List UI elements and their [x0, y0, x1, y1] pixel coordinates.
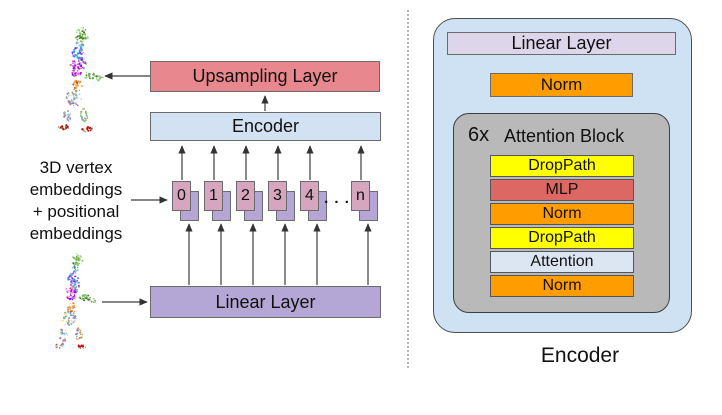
layer-attention: Attention [490, 251, 634, 273]
block-multiplier: 6x [468, 124, 490, 146]
layer-mlp: MLP [490, 179, 634, 201]
token-4-vertex: 4 [300, 181, 319, 211]
caption-line-4: embeddings [29, 224, 123, 243]
token-3-vertex: 3 [268, 181, 287, 211]
encoder-panel-caption: Encoder [540, 344, 620, 367]
layer-droppath-2: DropPath [490, 227, 634, 249]
token-4: 4 [300, 181, 328, 222]
linear-layer-box: Linear Layer [150, 286, 381, 318]
token-n: n [351, 181, 379, 222]
token-1-vertex: 1 [204, 181, 223, 211]
token-0-vertex: 0 [172, 181, 191, 211]
layer-norm-1: Norm [490, 203, 634, 225]
point-cloud-human-input [55, 253, 97, 350]
layer-norm-2: Norm [490, 275, 634, 297]
encoder-linear-layer-box: Linear Layer [447, 32, 676, 55]
token-2: 2 [236, 181, 264, 222]
block-title: Attention Block [504, 126, 625, 146]
token-0: 0 [172, 181, 200, 222]
attention-block-stack: DropPath MLP Norm DropPath Attention Nor… [490, 155, 634, 299]
embeddings-caption: 3D vertex embeddings + positional embedd… [10, 157, 142, 245]
upsampling-layer-box: Upsampling Layer [150, 61, 380, 92]
layer-droppath-1: DropPath [490, 155, 634, 177]
token-3: 3 [268, 181, 296, 222]
encoder-box: Encoder [150, 112, 381, 141]
caption-line-3: + positional [32, 202, 120, 221]
attention-block-container: 6x Attention Block DropPath MLP Norm Dro… [453, 113, 670, 313]
token-ellipsis: . . . [324, 189, 350, 207]
section-divider [407, 10, 409, 368]
encoder-norm-box: Norm [490, 73, 633, 97]
token-2-vertex: 2 [236, 181, 255, 211]
caption-line-2: embeddings [29, 180, 123, 199]
attention-block-header: 6x Attention Block [454, 124, 669, 148]
caption-line-1: 3D vertex [39, 158, 113, 177]
point-cloud-human-output [57, 27, 104, 133]
token-n-vertex: n [351, 181, 370, 211]
token-1: 1 [204, 181, 232, 222]
